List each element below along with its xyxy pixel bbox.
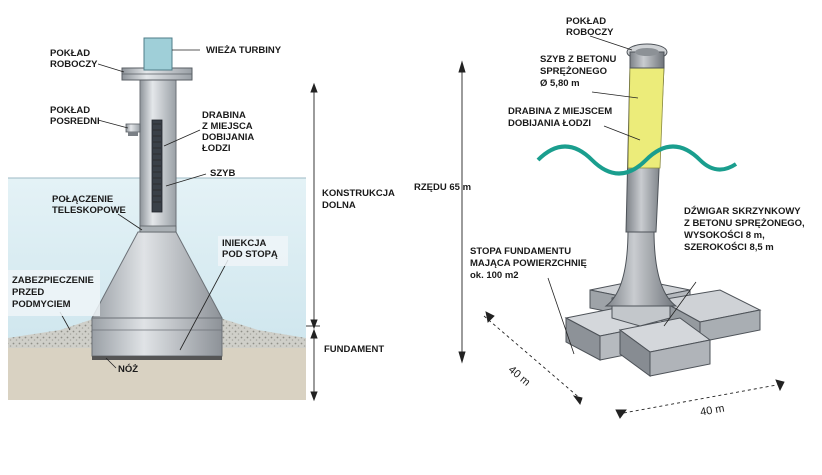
ladder-rungs bbox=[153, 123, 161, 203]
height-arrow bbox=[458, 60, 466, 364]
foundation-plinth bbox=[91, 317, 223, 357]
label-dim-a: 40 m bbox=[506, 364, 532, 389]
scour-label-box bbox=[8, 270, 100, 316]
label-knife: NÓŻ bbox=[118, 363, 138, 375]
scour-protection-left bbox=[8, 318, 96, 348]
telescopic-joint bbox=[139, 225, 177, 233]
label-dim-b: 40 m bbox=[699, 403, 725, 419]
label-turbine-tower: WIEŻA TURBINY bbox=[206, 45, 282, 56]
label-shaft-left: SZYB bbox=[210, 168, 235, 179]
intermediate-deck-bracket bbox=[128, 132, 138, 136]
injection-label-box bbox=[218, 236, 288, 266]
scour-protection-right bbox=[220, 318, 306, 348]
right-leader-lines bbox=[547, 35, 697, 355]
foundation-base-3d bbox=[564, 279, 762, 377]
height-brackets bbox=[306, 82, 320, 402]
sea-wave bbox=[536, 144, 738, 176]
tower-flare bbox=[604, 229, 678, 307]
turbine-tower-stub bbox=[143, 37, 173, 71]
label-foundation: FUNDAMENT bbox=[324, 344, 384, 355]
dim-lines bbox=[483, 311, 785, 419]
label-height: RZĘDU 65 m bbox=[414, 182, 471, 193]
tower-top-ring bbox=[635, 48, 659, 56]
knife-edge bbox=[92, 356, 222, 360]
intermediate-deck bbox=[125, 123, 141, 133]
yellow-ladder-section bbox=[627, 65, 665, 169]
